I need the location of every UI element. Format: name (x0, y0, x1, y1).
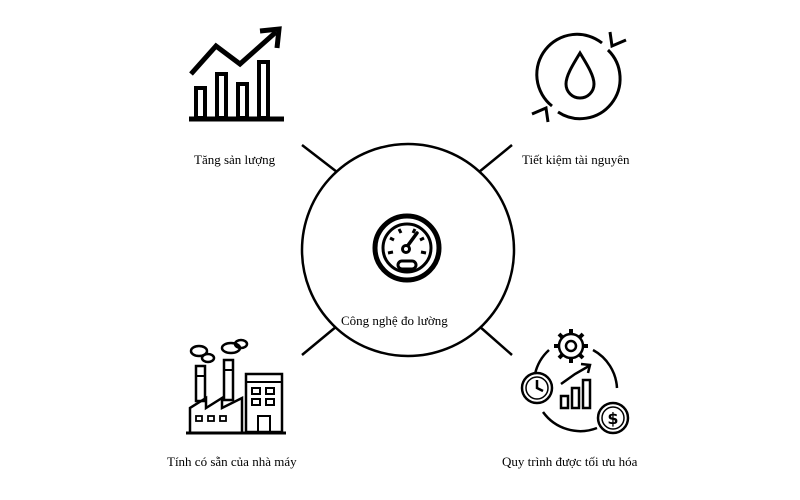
connector-top-left (301, 144, 338, 173)
water-drop-cycle-icon (530, 26, 628, 126)
center-label: Công nghệ đo lường (341, 313, 448, 328)
process-optimization-icon: $ (517, 326, 635, 442)
connector-bottom-left (301, 325, 338, 356)
node-label-top-right: Tiết kiệm tài nguyên (522, 152, 630, 167)
node-label-bottom-right: Quy trình được tối ưu hóa (502, 454, 638, 469)
growth-chart-icon (186, 26, 286, 122)
connector-top-right (478, 144, 513, 173)
gauge-icon (366, 208, 448, 284)
node-label-bottom-left: Tính có sẵn của nhà máy (167, 454, 297, 469)
node-label-top-left: Tăng sản lượng (194, 152, 276, 167)
svg-text:$: $ (607, 409, 618, 428)
connector-bottom-right (478, 325, 513, 356)
factory-icon (186, 336, 286, 436)
